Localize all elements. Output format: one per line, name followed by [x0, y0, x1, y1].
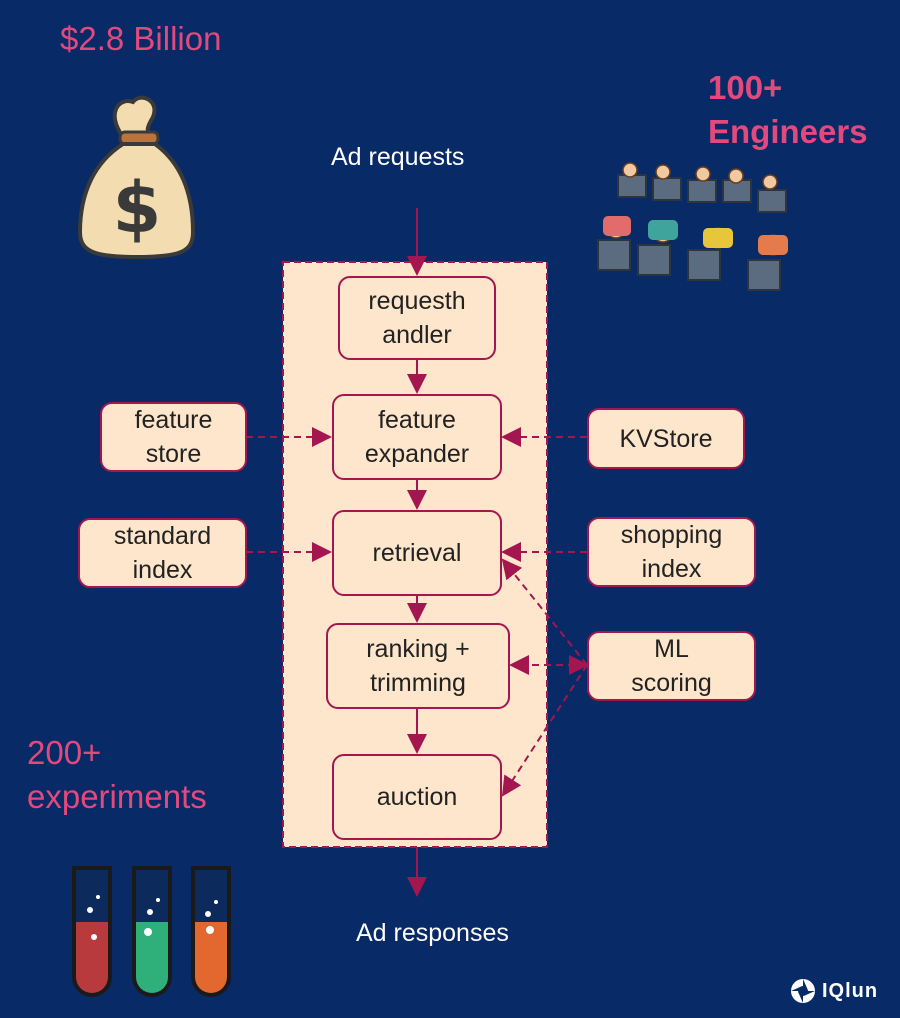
svg-text:$: $	[113, 167, 162, 249]
standard-index-node: standard index	[78, 518, 247, 588]
feature-expander-node: feature expander	[332, 394, 502, 480]
ranking-trimming-node: ranking + trimming	[326, 623, 510, 709]
retrieval-node: retrieval	[332, 510, 502, 596]
test-tubes-icon	[72, 866, 231, 997]
ad-responses-label: Ad responses	[356, 919, 509, 947]
shopping-index-node: shopping index	[587, 517, 756, 587]
money-bag-icon: $	[77, 95, 196, 260]
engineers-stat: 100+ Engineers	[708, 69, 868, 150]
kvstore-node: KVStore	[587, 408, 745, 469]
watermark-logo-icon	[791, 979, 815, 1003]
ml-scoring-node: ML scoring	[587, 631, 756, 701]
watermark-text: IQlun	[822, 979, 879, 1002]
watermark: IQlun	[790, 978, 878, 1004]
engineers-illustration	[597, 162, 788, 291]
auction-node: auction	[332, 754, 502, 840]
request-handler-node: requesth andler	[338, 276, 496, 360]
ad-requests-label: Ad requests	[331, 143, 465, 171]
revenue-stat: $2.8 Billion	[60, 20, 222, 57]
feature-store-node: feature store	[100, 402, 247, 472]
experiments-stat: 200+ experiments	[27, 734, 207, 815]
